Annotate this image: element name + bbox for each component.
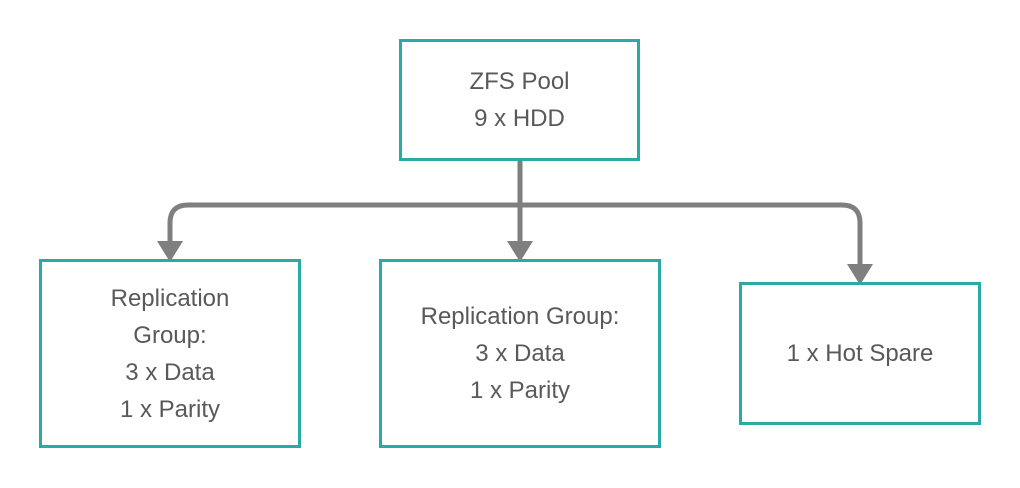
node-text-line: 9 x HDD [474, 105, 565, 132]
node-text-line: Replication Group: [420, 303, 620, 330]
replication-group-node-1: Replication Group: 3 x Data 1 x Parity [39, 259, 301, 448]
arrowhead-left [157, 241, 183, 262]
replication-group-node-2: Replication Group: 3 x Data 1 x Parity [379, 259, 661, 448]
connector-to-left [167, 202, 523, 255]
arrowhead-middle [507, 241, 533, 262]
node-text-line: 1 x Hot Spare [786, 340, 934, 367]
node-text-line: 1 x Parity [119, 395, 220, 423]
node-text-line: 3 x Data [475, 340, 565, 367]
node-text-line: 3 x Data [125, 358, 215, 386]
node-text-line: 1 x Parity [469, 377, 571, 404]
hot-spare-node: 1 x Hot Spare [739, 282, 981, 425]
node-text-line: Replication [110, 284, 230, 312]
connector-to-right [517, 202, 863, 277]
node-text-line: Group: [133, 321, 207, 349]
arrowhead-right [847, 264, 873, 285]
node-text-line: ZFS Pool [469, 68, 570, 95]
zfs-pool-node: ZFS Pool 9 x HDD [399, 39, 640, 161]
